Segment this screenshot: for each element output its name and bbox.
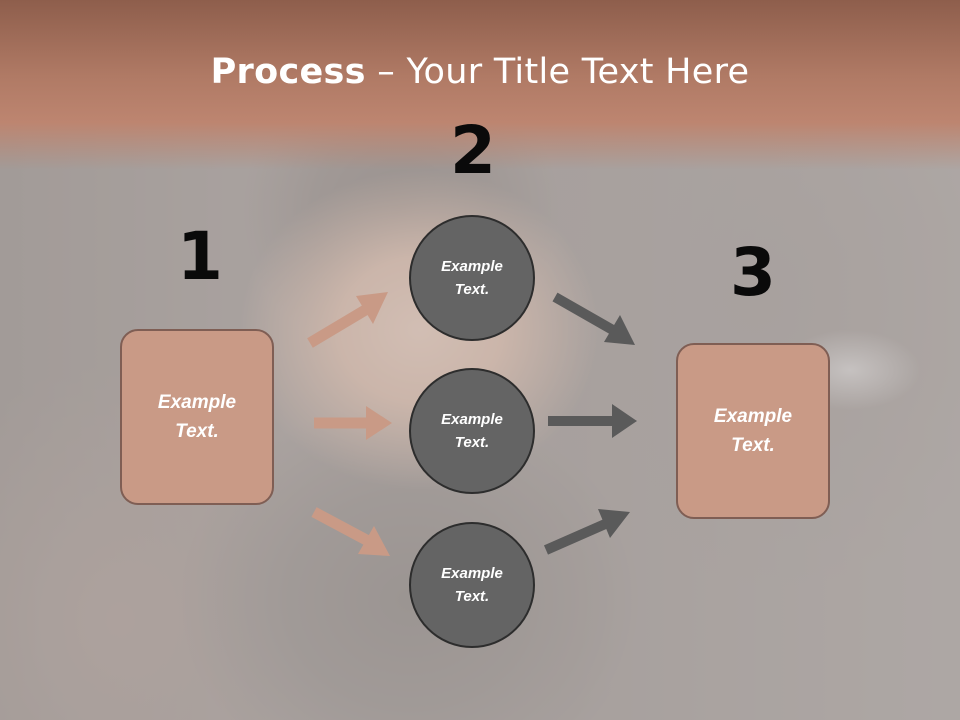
step-number-3: 3 <box>730 234 776 311</box>
middle-circle-2-text: Example Text. <box>441 411 503 451</box>
arrow-from-circle-3 <box>543 509 630 555</box>
middle-circle-3[interactable]: Example Text. <box>409 522 535 648</box>
arrow-from-circle-2 <box>548 404 637 438</box>
middle-circle-1[interactable]: Example Text. <box>409 215 535 341</box>
target-box-text: Example Text. <box>713 406 793 456</box>
target-box[interactable]: Example Text. <box>676 343 830 519</box>
arrow-to-circle-3 <box>311 507 390 556</box>
arrow-from-circle-1 <box>552 292 635 345</box>
arrow-to-circle-1 <box>307 292 388 348</box>
source-box[interactable]: Example Text. <box>120 329 274 505</box>
title-bold-part: Process <box>210 52 366 92</box>
step-number-1: 1 <box>177 218 223 295</box>
step-number-2: 2 <box>450 112 496 189</box>
middle-circle-1-text: Example Text. <box>441 258 503 298</box>
middle-circle-2[interactable]: Example Text. <box>409 368 535 494</box>
arrow-to-circle-2 <box>314 406 392 440</box>
slide-title[interactable]: Process – Your Title Text Here <box>0 52 960 92</box>
middle-circle-3-text: Example Text. <box>441 565 503 605</box>
title-band <box>0 0 960 170</box>
title-rest-part: – Your Title Text Here <box>365 52 750 92</box>
source-box-text: Example Text. <box>157 392 237 442</box>
